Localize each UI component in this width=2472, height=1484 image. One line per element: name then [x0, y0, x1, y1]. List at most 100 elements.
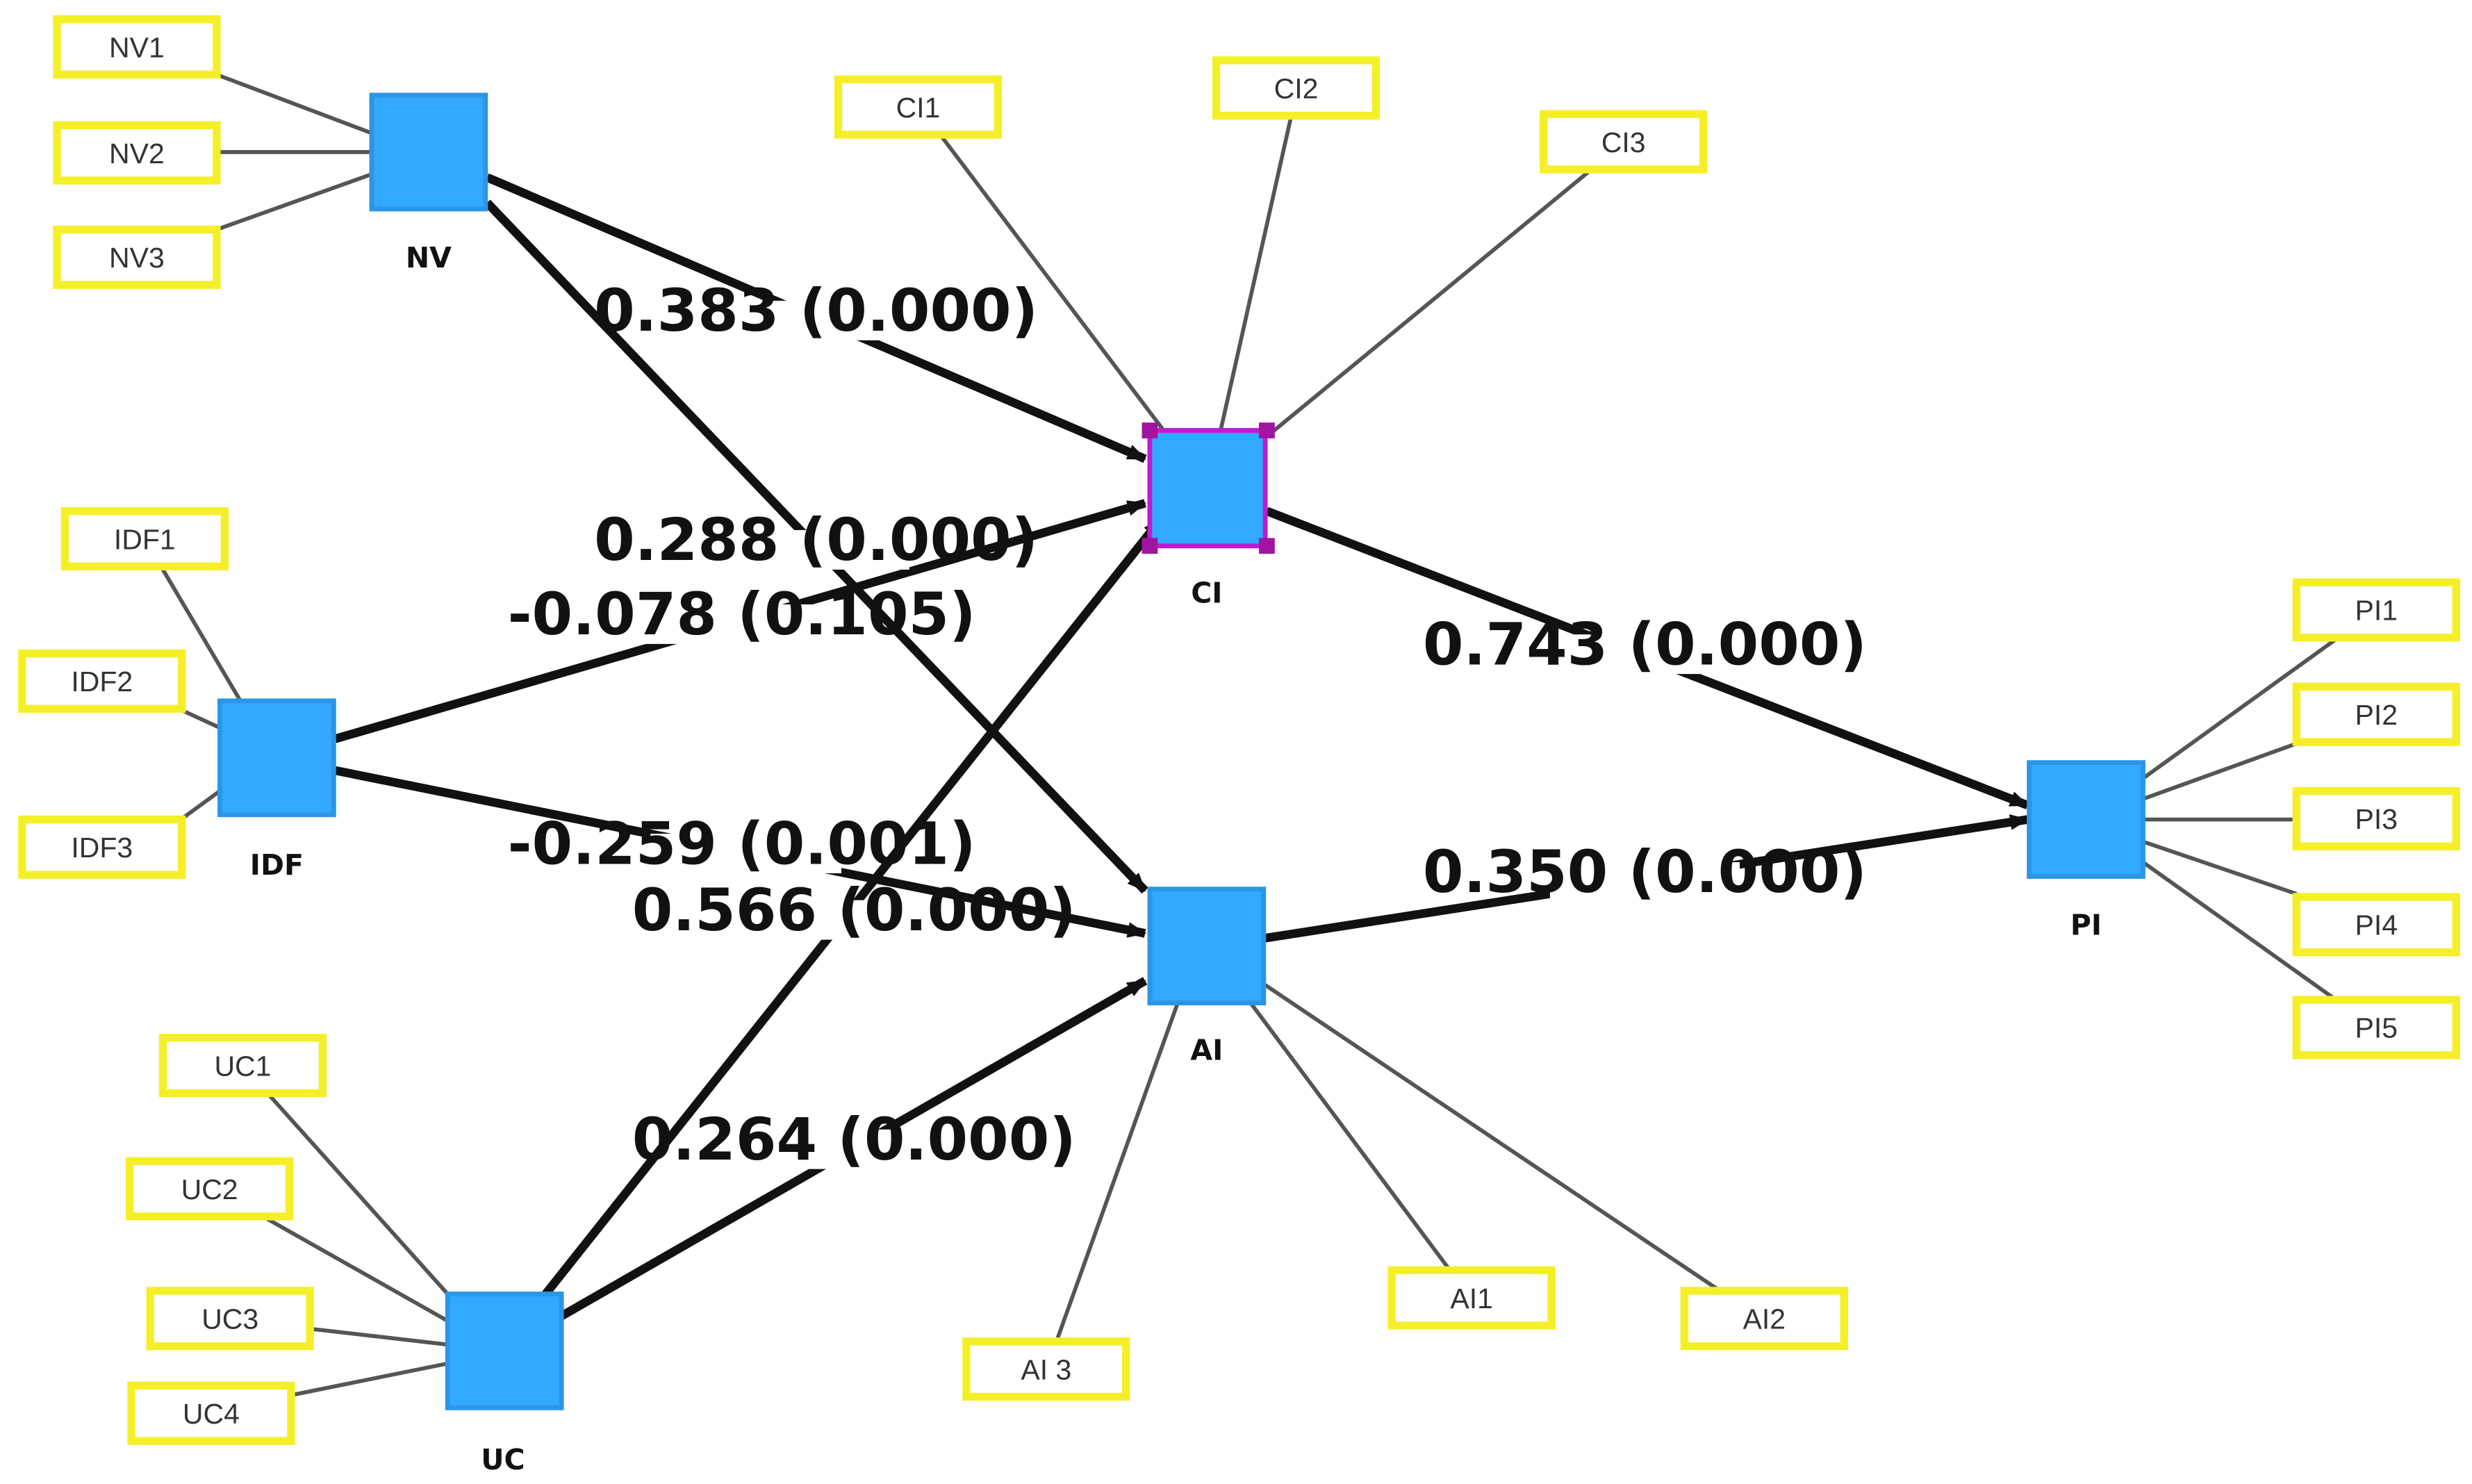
construct-label-uc: UC: [481, 1443, 525, 1476]
loading-line-uc1: [267, 1093, 450, 1296]
indicator-pi5[interactable]: PI5: [2292, 996, 2460, 1060]
construct-label-nv: NV: [406, 241, 452, 274]
loading-line-ci1: [941, 136, 1164, 430]
coef-ai-pi: 0.350 (0.000): [1423, 838, 1867, 906]
label-bg-idf-ci: [643, 604, 842, 644]
label-bg-uc-ai: [759, 1129, 949, 1169]
indicator-ci2[interactable]: CI2: [1212, 56, 1381, 120]
indicator-label-idf2: IDF2: [71, 666, 133, 698]
indicator-label-pi3: PI3: [2355, 803, 2398, 835]
loading-line-pi2: [2142, 741, 2298, 801]
resize-handle-bottom-right[interactable]: [1259, 538, 1275, 554]
loading-line-pi5: [2141, 860, 2337, 1002]
loading-line-uc3: [309, 1326, 448, 1347]
indicator-ci1[interactable]: CI1: [834, 75, 1003, 139]
construct-box-uc[interactable]: [445, 1292, 564, 1410]
loading-line-pi1: [2141, 637, 2337, 780]
indicator-label-pi2: PI2: [2355, 699, 2398, 731]
construct-box-ci[interactable]: [1147, 428, 1268, 549]
constructs: NV IDF UC CI AI PI: [217, 92, 2145, 1476]
resize-handle-top-left[interactable]: [1142, 422, 1158, 438]
indicator-uc1[interactable]: UC1: [158, 1033, 327, 1098]
indicator-label-uc2: UC2: [181, 1173, 238, 1205]
indicator-label-pi1: PI1: [2355, 595, 2398, 627]
construct-label-idf: IDF: [250, 848, 304, 882]
coef-nv-ai: 0.288 (0.000): [594, 506, 1038, 574]
loading-line-idf1: [161, 568, 242, 702]
construct-label-ai: AI: [1190, 1034, 1223, 1067]
construct-box-pi[interactable]: [2027, 760, 2145, 879]
indicator-label-uc4: UC4: [183, 1398, 240, 1430]
construct-uc[interactable]: UC: [445, 1292, 564, 1476]
indicators: NV1 NV2 NV3 IDF1 IDF2 IDF3 UC1 UC2: [18, 15, 2460, 1445]
label-bg-idf-ai: [643, 834, 842, 873]
indicator-label-pi5: PI5: [2355, 1012, 2398, 1044]
label-bg-ai-pi: [1549, 862, 1740, 902]
label-bg-nv-ci: [719, 300, 909, 340]
selection-outline: [1147, 428, 1268, 549]
loading-line-ci2: [1219, 118, 1293, 429]
construct-ai[interactable]: AI: [1147, 887, 1267, 1067]
indicator-ci3[interactable]: CI3: [1540, 110, 1708, 174]
indicator-nv3[interactable]: NV3: [53, 225, 221, 289]
loading-line-ai3: [1054, 1000, 1180, 1342]
coef-uc-ai: 0.264 (0.000): [632, 1105, 1076, 1173]
construct-ci[interactable]: CI: [1142, 422, 1275, 610]
path-coefficient-labels: 0.383 (0.000) 0.288 (0.000) -0.078 (0.10…: [508, 277, 1867, 1173]
indicator-label-uc3: UC3: [201, 1303, 258, 1335]
indicator-uc2[interactable]: UC2: [125, 1157, 294, 1221]
indicator-idf1[interactable]: IDF1: [60, 506, 229, 571]
construct-pi[interactable]: PI: [2027, 760, 2145, 942]
indicator-uc3[interactable]: UC3: [146, 1287, 314, 1351]
loading-line-ai2: [1262, 982, 1719, 1291]
indicator-uc4[interactable]: UC4: [127, 1381, 295, 1445]
construct-label-pi: PI: [2070, 909, 2102, 942]
coef-uc-ci: 0.566 (0.000): [632, 876, 1076, 944]
indicator-label-ai2: AI2: [1743, 1303, 1786, 1335]
loading-line-uc2: [265, 1216, 449, 1323]
indicator-pi1[interactable]: PI1: [2292, 578, 2460, 642]
indicator-pi4[interactable]: PI4: [2292, 893, 2460, 957]
loading-line-ai1: [1248, 1000, 1451, 1270]
indicator-label-idf3: IDF3: [71, 832, 133, 864]
construct-box-ai[interactable]: [1147, 887, 1267, 1006]
indicator-ai1[interactable]: AI1: [1387, 1266, 1556, 1330]
coef-ci-pi: 0.743 (0.000): [1423, 610, 1867, 678]
indicator-ai2[interactable]: AI2: [1680, 1287, 1848, 1351]
indicator-label-ai3: AI 3: [1021, 1353, 1071, 1385]
indicator-idf3[interactable]: IDF3: [18, 815, 186, 879]
measurement-lines: [161, 72, 2337, 1397]
indicator-nv1[interactable]: NV1: [53, 15, 221, 79]
loading-line-pi4: [2142, 839, 2298, 896]
indicator-nv2[interactable]: NV2: [53, 121, 221, 185]
coef-idf-ai: -0.259 (0.001): [508, 809, 976, 877]
indicator-label-nv1: NV1: [109, 31, 165, 63]
loading-line-nv3: [215, 172, 372, 232]
construct-label-ci: CI: [1191, 577, 1222, 610]
construct-box-idf[interactable]: [217, 698, 336, 818]
indicator-pi2[interactable]: PI2: [2292, 682, 2460, 746]
indicator-pi3[interactable]: PI3: [2292, 786, 2460, 850]
construct-idf[interactable]: IDF: [217, 698, 336, 882]
indicator-label-nv3: NV3: [109, 242, 165, 274]
label-bg-ci-pi: [1549, 634, 1740, 675]
resize-handle-top-right[interactable]: [1259, 422, 1275, 438]
indicator-label-pi4: PI4: [2355, 909, 2398, 941]
construct-box-nv[interactable]: [369, 92, 488, 212]
indicator-label-ci2: CI2: [1274, 73, 1319, 105]
loading-line-ci3: [1267, 170, 1591, 437]
label-bg-nv-ai: [719, 529, 909, 570]
loading-line-uc4: [290, 1361, 448, 1397]
indicator-label-ci1: CI1: [896, 92, 941, 124]
indicator-idf2[interactable]: IDF2: [18, 649, 186, 713]
indicator-label-ai1: AI1: [1450, 1283, 1493, 1314]
indicator-label-ci3: CI3: [1601, 126, 1646, 158]
resize-handle-bottom-left[interactable]: [1142, 538, 1158, 554]
construct-nv[interactable]: NV: [369, 92, 488, 274]
loading-line-nv1: [215, 72, 372, 135]
indicator-label-idf1: IDF1: [114, 523, 176, 555]
indicator-label-nv2: NV2: [109, 138, 165, 170]
indicator-ai3[interactable]: AI 3: [962, 1337, 1130, 1401]
